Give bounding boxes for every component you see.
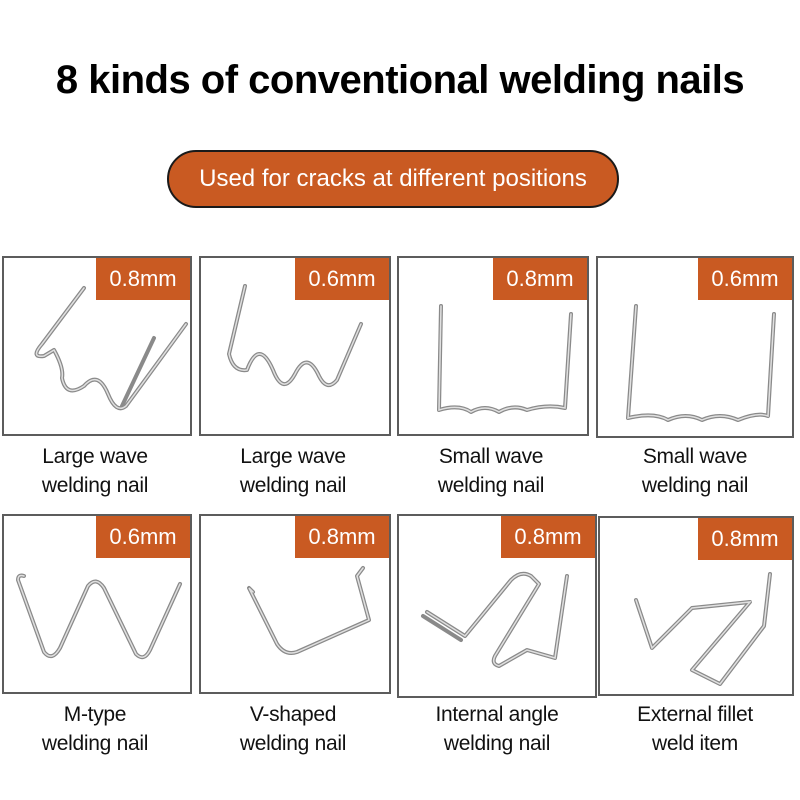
caption-line-2: welding nail <box>239 474 347 497</box>
thickness-tag: 0.6mm <box>96 516 190 558</box>
caption-line-1: Internal angle <box>435 703 559 726</box>
caption-line-2: welding nail <box>437 474 545 497</box>
caption-line-1: M-type <box>63 703 127 726</box>
product-caption: Small wave welding nail <box>600 442 790 500</box>
thickness-tag: 0.8mm <box>96 258 190 300</box>
caption-line-2: welding nail <box>443 732 551 755</box>
caption-line-1: Small wave <box>642 445 748 468</box>
caption-line-2: welding nail <box>239 732 347 755</box>
external-fillet-nail-icon <box>634 572 772 686</box>
thickness-tag: 0.6mm <box>295 258 389 300</box>
product-card-internal-angle: 0.8mm <box>397 514 597 698</box>
product-caption: V-shaped welding nail <box>198 700 388 758</box>
thickness-tag: 0.6mm <box>698 258 792 300</box>
product-caption: Small wave welding nail <box>396 442 586 500</box>
product-card-v-shaped: 0.8mm <box>199 514 391 694</box>
product-caption: Large wave welding nail <box>0 442 190 500</box>
product-card-m-type: 0.6mm <box>2 514 192 694</box>
caption-line-2: welding nail <box>41 474 149 497</box>
caption-line-1: Small wave <box>438 445 544 468</box>
thickness-tag: 0.8mm <box>501 516 595 558</box>
product-card-large-wave-08: 0.8mm <box>2 256 192 436</box>
large-wave-nail-icon <box>227 284 363 388</box>
small-wave-nail-icon <box>626 304 776 422</box>
caption-line-1: Large wave <box>240 445 346 468</box>
subtitle-badge: Used for cracks at different positions <box>167 150 619 208</box>
page-title: 8 kinds of conventional welding nails <box>55 58 745 102</box>
product-card-small-wave-06: 0.6mm <box>596 256 794 438</box>
small-wave-nail-icon <box>437 304 573 414</box>
caption-line-1: V-shaped <box>249 703 337 726</box>
product-card-external-fillet: 0.8mm <box>598 516 794 696</box>
product-caption: External fillet weld item <box>600 700 790 758</box>
internal-angle-nail-icon <box>421 571 569 668</box>
product-card-large-wave-06: 0.6mm <box>199 256 391 436</box>
thickness-tag: 0.8mm <box>295 516 389 558</box>
v-shaped-nail-icon <box>247 566 371 655</box>
product-caption: Large wave welding nail <box>198 442 388 500</box>
thickness-tag: 0.8mm <box>493 258 587 300</box>
caption-line-2: welding nail <box>641 474 749 497</box>
caption-line-2: welding nail <box>41 732 149 755</box>
m-type-nail-icon <box>16 573 182 660</box>
large-wave-nail-icon <box>34 286 188 411</box>
product-card-small-wave-08: 0.8mm <box>397 256 589 436</box>
thickness-tag: 0.8mm <box>698 518 792 560</box>
product-caption: M-type welding nail <box>0 700 190 758</box>
caption-line-1: External fillet <box>637 703 753 726</box>
product-caption: Internal angle welding nail <box>402 700 592 758</box>
caption-line-1: Large wave <box>42 445 148 468</box>
caption-line-2: weld item <box>652 732 738 755</box>
